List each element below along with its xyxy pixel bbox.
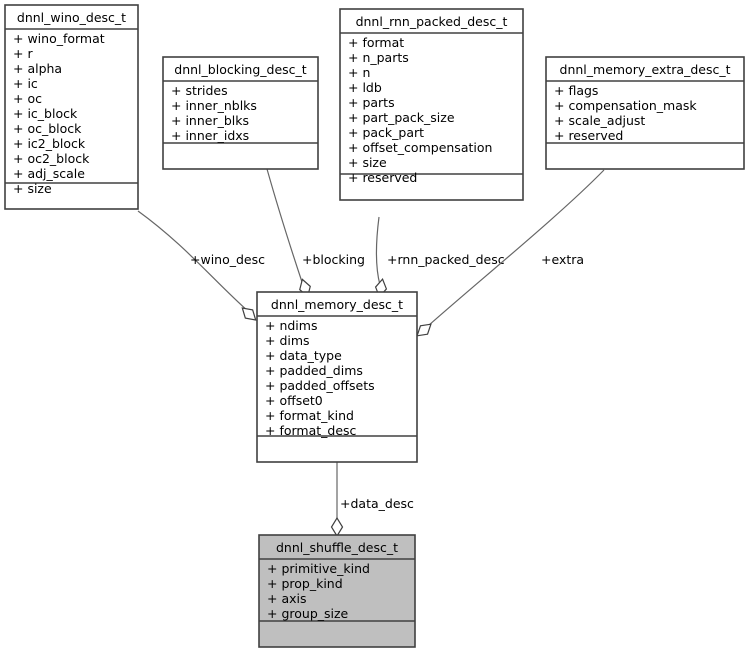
- class-name-shuffle: dnnl_shuffle_desc_t: [276, 540, 398, 555]
- class-box-rnn-frame: [339, 8, 524, 201]
- class-attribute: + ic2_block: [13, 136, 86, 151]
- class-box-extra-frame: [545, 56, 745, 170]
- class-attribute: + offset_compensation: [348, 140, 492, 155]
- class-box-rnn[interactable]: dnnl_rnn_packed_desc_t+ format+ n_parts+…: [339, 8, 524, 201]
- class-attribute: + scale_adjust: [554, 113, 645, 128]
- class-attribute: + parts: [348, 95, 395, 110]
- class-attribute: + group_size: [267, 606, 349, 621]
- class-attribute: + ndims: [265, 318, 317, 333]
- class-attribute: + reserved: [554, 128, 623, 143]
- class-attribute: + axis: [267, 591, 307, 606]
- class-attribute: + n_parts: [348, 50, 409, 65]
- edge-extra-label: +extra: [541, 252, 584, 267]
- class-name-rnn: dnnl_rnn_packed_desc_t: [356, 14, 508, 29]
- class-attribute: + format_desc: [265, 423, 357, 438]
- class-attribute: + pack_part: [348, 125, 424, 140]
- class-attribute: + n: [348, 65, 370, 80]
- class-attribute: + part_pack_size: [348, 110, 455, 125]
- class-box-blocking[interactable]: dnnl_blocking_desc_t + strides+ inner_nbl…: [162, 56, 319, 170]
- edge-extra-line: [427, 169, 605, 327]
- class-attribute: + wino_format: [13, 31, 105, 46]
- class-attribute: + padded_dims: [265, 363, 363, 378]
- class-name-wino: dnnl_wino_desc_t: [17, 10, 126, 25]
- class-attribute: + offset0: [265, 393, 323, 408]
- edge-wino-desc-line: [137, 210, 250, 313]
- class-attribute: + ic: [13, 76, 38, 91]
- class-attribute: + adj_scale: [13, 166, 85, 181]
- class-attribute: + alpha: [13, 61, 62, 76]
- class-attribute: + r: [13, 46, 33, 61]
- edge-rnn-packed-desc: +rnn_packed_desc: [374, 216, 505, 298]
- class-attribute: + oc2_block: [13, 151, 90, 166]
- class-attribute: + inner_blks: [171, 113, 249, 128]
- class-box-extra[interactable]: dnnl_memory_extra_desc_t + flags+ compens…: [545, 56, 745, 170]
- class-attribute: + size: [348, 155, 387, 170]
- class-attribute: + ic_block: [13, 106, 78, 121]
- class-box-memory-frame: [256, 291, 418, 463]
- edge-rnn-packed-desc-label: +rnn_packed_desc: [387, 252, 505, 267]
- class-attribute: + compensation_mask: [554, 98, 697, 113]
- class-name-blocking: dnnl_blocking_desc_t: [174, 62, 307, 77]
- class-attribute: + dims: [265, 333, 310, 348]
- class-attribute: + flags: [554, 83, 598, 98]
- edge-blocking-line: [266, 168, 304, 286]
- edge-blocking-label: +blocking: [302, 252, 365, 267]
- edge-extra-aggregation-diamond-icon: [416, 323, 432, 337]
- edges-layer: +wino_desc +blocking +rnn_packed_desc +extr…: [137, 168, 605, 538]
- class-attribute: + format: [348, 35, 404, 50]
- class-attribute: + inner_nblks: [171, 98, 257, 113]
- class-name-memory: dnnl_memory_desc_t: [271, 297, 403, 312]
- edge-wino-desc-aggregation-diamond-icon: [241, 307, 257, 321]
- class-attribute: + ldb: [348, 80, 382, 95]
- class-box-wino-frame: [4, 4, 139, 210]
- edge-extra: +extra: [416, 169, 605, 337]
- class-attribute: + oc_block: [13, 121, 82, 136]
- edge-rnn-packed-desc-line: [375, 216, 381, 286]
- edge-wino-desc-label: +wino_desc: [190, 252, 265, 267]
- class-name-extra: dnnl_memory_extra_desc_t: [560, 62, 731, 77]
- edge-data-desc-label: +data_desc: [340, 496, 414, 511]
- class-attribute: + strides: [171, 83, 228, 98]
- class-attribute: + size: [13, 181, 52, 196]
- class-box-blocking-frame: [162, 56, 319, 170]
- class-attribute: + inner_idxs: [171, 128, 249, 143]
- class-attribute: + primitive_kind: [267, 561, 370, 576]
- class-box-shuffle[interactable]: dnnl_shuffle_desc_t + primitive_kind+ pro…: [258, 534, 416, 648]
- class-attribute: + reserved: [348, 170, 417, 185]
- edge-blocking: +blocking: [266, 168, 365, 298]
- class-box-shuffle-frame: [258, 534, 416, 648]
- classes-layer: dnnl_wino_desc_t+ wino_format+ r+ alpha+…: [4, 4, 745, 648]
- class-attribute: + prop_kind: [267, 576, 343, 591]
- class-box-wino[interactable]: dnnl_wino_desc_t+ wino_format+ r+ alpha+…: [4, 4, 139, 210]
- class-attribute: + data_type: [265, 348, 342, 363]
- class-attribute: + format_kind: [265, 408, 354, 423]
- edge-data-desc: +data_desc: [330, 462, 414, 538]
- edge-wino-desc: +wino_desc: [137, 210, 265, 321]
- class-attribute: + padded_offsets: [265, 378, 375, 393]
- class-box-memory[interactable]: dnnl_memory_desc_t + ndims+ dims+ data_ty…: [256, 291, 418, 463]
- edge-data-desc-aggregation-diamond-icon: [330, 516, 344, 538]
- class-attribute: + oc: [13, 91, 42, 106]
